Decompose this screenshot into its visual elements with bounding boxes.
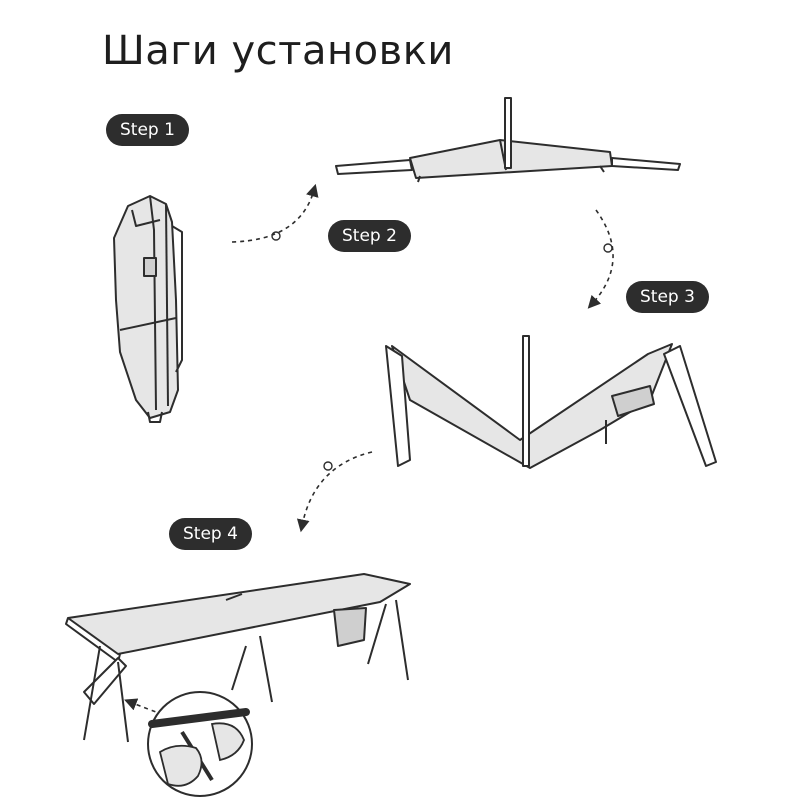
page-title: Шаги установки xyxy=(102,28,454,74)
dashed-curved-arrow-icon xyxy=(231,183,319,243)
hand-icon xyxy=(158,722,245,787)
step-2-label: Step 2 xyxy=(328,220,411,252)
unfolded-flat-cot-figure xyxy=(335,97,681,183)
v-shape-cot-figure xyxy=(385,335,717,469)
magnify-circle-icon xyxy=(147,691,253,797)
dashed-curved-arrow-icon xyxy=(587,209,614,309)
dashed-curved-arrow-icon xyxy=(124,698,179,721)
step-4-label: Step 4 xyxy=(169,518,252,550)
step-1-label: Step 1 xyxy=(106,114,189,146)
folded-cot-figure xyxy=(113,195,183,423)
assembled-cot-figure xyxy=(65,573,411,743)
dashed-curved-arrow-icon xyxy=(296,451,373,533)
step-3-label: Step 3 xyxy=(626,281,709,313)
